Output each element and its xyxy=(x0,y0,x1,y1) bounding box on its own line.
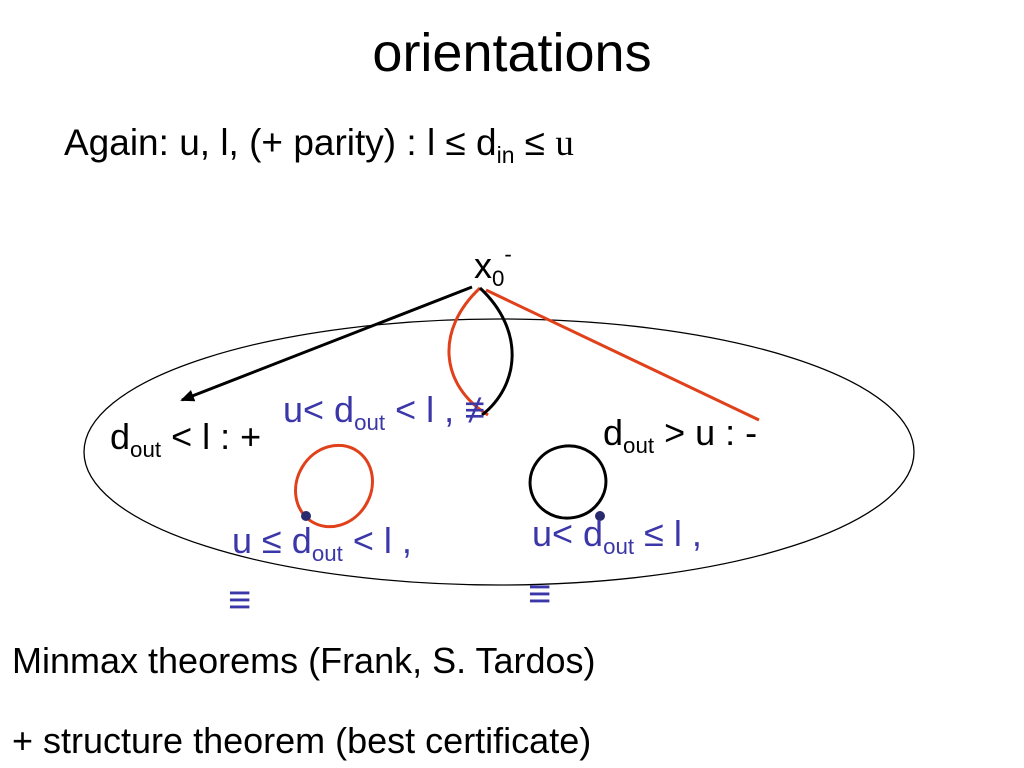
lower-right-label: u< dout ≤ l , xyxy=(532,513,702,557)
set-ellipse xyxy=(83,318,915,586)
lower-left-label: u ≤ dout < l , xyxy=(232,520,412,564)
structure-line: + structure theorem (best certificate) xyxy=(12,720,592,761)
black-lens-edge xyxy=(478,286,514,417)
subtitle-u: u xyxy=(555,123,574,164)
vertex-sub: 0 xyxy=(492,265,505,291)
left-rest: < l : + xyxy=(161,416,262,457)
vertex-sup: - xyxy=(504,241,512,267)
red-loop xyxy=(294,443,374,529)
center-label: u< dout < l , ≢ xyxy=(283,389,501,433)
right-d: d xyxy=(603,412,624,453)
slide-title: orientations xyxy=(372,23,652,83)
center-sym: ≢ xyxy=(454,389,501,430)
right-label: dout > u : - xyxy=(603,412,758,456)
lower-left-pre: u ≤ d xyxy=(232,520,312,561)
left-label: dout < l : + xyxy=(110,416,262,460)
center-pre: u< d xyxy=(283,389,355,430)
lower-right-sub: out xyxy=(603,533,635,559)
lower-left-comma: , xyxy=(391,520,412,561)
minmax-line: Minmax theorems (Frank, S. Tardos) xyxy=(12,640,596,681)
black-loop-node xyxy=(595,511,605,521)
left-d: d xyxy=(110,416,131,457)
center-rest: < l xyxy=(385,389,435,430)
subtitle-mid: ≤ xyxy=(514,122,556,163)
subtitle-sub: in xyxy=(496,142,515,169)
subtitle-line: Again: u, l, (+ parity) : l ≤ din ≤ u xyxy=(64,122,574,169)
arrow-to-left xyxy=(180,285,473,402)
lower-left-sub: out xyxy=(311,540,343,566)
red-lens-edge xyxy=(447,286,489,417)
right-sub: out xyxy=(623,432,655,458)
right-rest: > u : - xyxy=(654,412,758,453)
center-sub: out xyxy=(354,409,386,435)
red-edge-right xyxy=(485,288,760,422)
lower-right-pre: u< d xyxy=(532,513,604,554)
lower-right-equiv: ≡ xyxy=(528,572,552,616)
black-loop xyxy=(528,444,608,520)
left-sub: out xyxy=(130,436,162,462)
lower-left-equiv: ≡ xyxy=(228,578,252,622)
lower-left-rest: < l xyxy=(342,520,392,561)
center-comma: , xyxy=(434,389,455,430)
vertex-base: x xyxy=(474,245,492,286)
lower-right-comma: , xyxy=(681,513,702,554)
subtitle-prefix: Again: u, l, (+ parity) : l ≤ d xyxy=(64,122,497,163)
vertex-label: x0- xyxy=(474,243,512,290)
red-loop-node xyxy=(301,511,311,521)
lower-right-rest: ≤ l xyxy=(634,513,682,554)
